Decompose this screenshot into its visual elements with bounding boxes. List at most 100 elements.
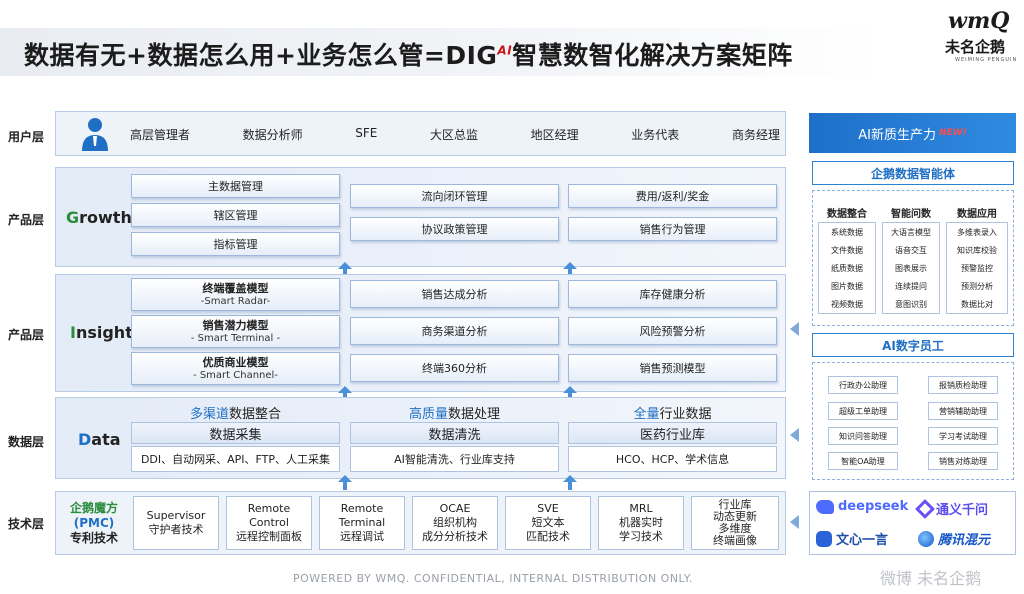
insight-model: 销售潜力模型- Smart Terminal - bbox=[131, 315, 340, 348]
agent-col-title: 数据整合 bbox=[827, 209, 867, 220]
staff-item: 报销质检助理 bbox=[928, 376, 998, 394]
staff-title: AI数字员工 bbox=[812, 333, 1014, 357]
growth-item: 协议政策管理 bbox=[350, 217, 559, 241]
hunyuan-icon bbox=[918, 530, 934, 547]
agent-item: 语音交互 bbox=[895, 245, 927, 255]
llm-panel bbox=[809, 491, 1016, 555]
page-title: 数据有无+数据怎么用+业务怎么管=DIGAI智慧数智化解决方案矩阵 bbox=[24, 41, 793, 70]
layer-label-tech: 技术层 bbox=[8, 517, 45, 531]
user-role: 大区总监 bbox=[430, 128, 479, 142]
agent-item: 文件数据 bbox=[831, 245, 863, 255]
logo-mark: wmQ bbox=[948, 8, 1010, 34]
staff-item: 智能OA助理 bbox=[828, 452, 898, 470]
user-role-list: 高层管理者 数据分析师 SFE 大区总监 地区经理 业务代表 商务经理 bbox=[130, 126, 780, 143]
hunyuan-logo: 腾讯混元 bbox=[918, 529, 990, 548]
data-section-body: AI智能清洗、行业库支持 bbox=[350, 446, 559, 472]
growth-item: 流向闭环管理 bbox=[350, 184, 559, 208]
growth-item: 销售行为管理 bbox=[568, 217, 777, 241]
data-section-body: DDI、自动网采、API、FTP、人工采集 bbox=[131, 446, 340, 472]
arrow-left-icon bbox=[790, 515, 799, 529]
deepseek-logo: deepseek bbox=[816, 499, 908, 514]
agent-item: 预测分析 bbox=[961, 281, 993, 291]
insight-label: Insight bbox=[70, 323, 133, 342]
insight-item: 销售达成分析 bbox=[350, 280, 559, 308]
insight-item: 销售预测模型 bbox=[568, 354, 777, 382]
insight-item: 终端360分析 bbox=[350, 354, 559, 382]
agent-col-box: 多维表录入 知识库校验 预警监控 预测分析 数据比对 bbox=[946, 222, 1008, 314]
agent-item: 预警监控 bbox=[961, 263, 993, 273]
arrow-up-icon bbox=[563, 475, 577, 490]
agent-col-box: 系统数据 文件数据 纸质数据 图片数据 视频数据 bbox=[818, 222, 876, 314]
arrow-left-icon bbox=[790, 428, 799, 442]
agent-item: 意图识别 bbox=[895, 299, 927, 309]
user-role: 业务代表 bbox=[631, 128, 680, 142]
agent-item: 大语言模型 bbox=[891, 227, 931, 237]
agent-item: 系统数据 bbox=[831, 227, 863, 237]
tongyi-icon bbox=[915, 498, 935, 519]
arrow-up-icon bbox=[563, 262, 577, 277]
wenxin-logo: 文心一言 bbox=[816, 529, 888, 548]
agent-item: 图表展示 bbox=[895, 263, 927, 273]
insight-item: 商务渠道分析 bbox=[350, 317, 559, 345]
footer-text: POWERED BY WMQ. CONFIDENTIAL, INTERNAL D… bbox=[293, 572, 693, 585]
arrow-up-icon bbox=[338, 475, 352, 490]
agent-item: 图片数据 bbox=[831, 281, 863, 291]
pmc-badge: 企鹅魔方 (PMC) 专利技术 bbox=[69, 500, 118, 545]
data-label: Data bbox=[78, 430, 121, 449]
growth-item: 辖区管理 bbox=[131, 203, 340, 227]
agent-col-title: 智能问数 bbox=[891, 209, 931, 220]
staff-item: 销售对练助理 bbox=[928, 452, 998, 470]
data-section-title: 医药行业库 bbox=[568, 422, 777, 444]
tech-cell: 行业库动态更新多维度终端画像 bbox=[691, 496, 779, 550]
agent-item: 知识库校验 bbox=[957, 245, 997, 255]
arrow-left-icon bbox=[790, 322, 799, 336]
data-section-head: 高质量数据处理 bbox=[408, 407, 501, 422]
user-layer-panel bbox=[55, 111, 786, 156]
staff-item: 知识问答助理 bbox=[828, 427, 898, 445]
arrow-up-icon bbox=[338, 262, 352, 277]
agent-item: 数据比对 bbox=[961, 299, 993, 309]
data-section-title: 数据采集 bbox=[131, 422, 340, 444]
agent-item: 视频数据 bbox=[831, 299, 863, 309]
staff-item: 超级工单助理 bbox=[828, 402, 898, 420]
agent-title: 企鹅数据智能体 bbox=[812, 161, 1014, 185]
staff-item: 行政办公助理 bbox=[828, 376, 898, 394]
insight-model: 终端覆盖模型-Smart Radar- bbox=[131, 278, 340, 311]
growth-item: 指标管理 bbox=[131, 232, 340, 256]
user-avatar-icon bbox=[80, 116, 110, 152]
insight-item: 风险预警分析 bbox=[568, 317, 777, 345]
staff-item: 营销辅助助理 bbox=[928, 402, 998, 420]
wenxin-icon bbox=[816, 530, 832, 547]
insight-model: 优质商业模型- Smart Channel- bbox=[131, 352, 340, 385]
whale-icon bbox=[816, 499, 834, 514]
user-role: SFE bbox=[355, 126, 378, 140]
title-band bbox=[0, 28, 880, 76]
layer-label-user: 用户层 bbox=[8, 130, 45, 144]
logo-name: 未名企鹅 bbox=[945, 38, 1006, 56]
layer-label-data: 数据层 bbox=[8, 435, 45, 449]
growth-item: 费用/返利/奖金 bbox=[568, 184, 777, 208]
staff-item: 学习考试助理 bbox=[928, 427, 998, 445]
agent-item: 连续提问 bbox=[895, 281, 927, 291]
user-role: 商务经理 bbox=[731, 128, 780, 142]
agent-col-title: 数据应用 bbox=[957, 209, 997, 220]
data-section-head: 多渠道数据整合 bbox=[189, 407, 282, 422]
data-section-body: HCO、HCP、学术信息 bbox=[568, 446, 777, 472]
tongyi-logo: 通义千问 bbox=[915, 498, 988, 519]
user-role: 地区经理 bbox=[530, 128, 579, 142]
insight-item: 库存健康分析 bbox=[568, 280, 777, 308]
data-section-head: 全量行业数据 bbox=[633, 407, 712, 422]
watermark: 微博 未名企鹅 bbox=[880, 569, 982, 588]
data-section-title: 数据清洗 bbox=[350, 422, 559, 444]
layer-label-product-growth: 产品层 bbox=[8, 213, 45, 227]
growth-label: Growth bbox=[66, 208, 132, 227]
user-role: 高层管理者 bbox=[130, 128, 191, 142]
agent-col-box: 大语言模型 语音交互 图表展示 连续提问 意图识别 bbox=[882, 222, 940, 314]
